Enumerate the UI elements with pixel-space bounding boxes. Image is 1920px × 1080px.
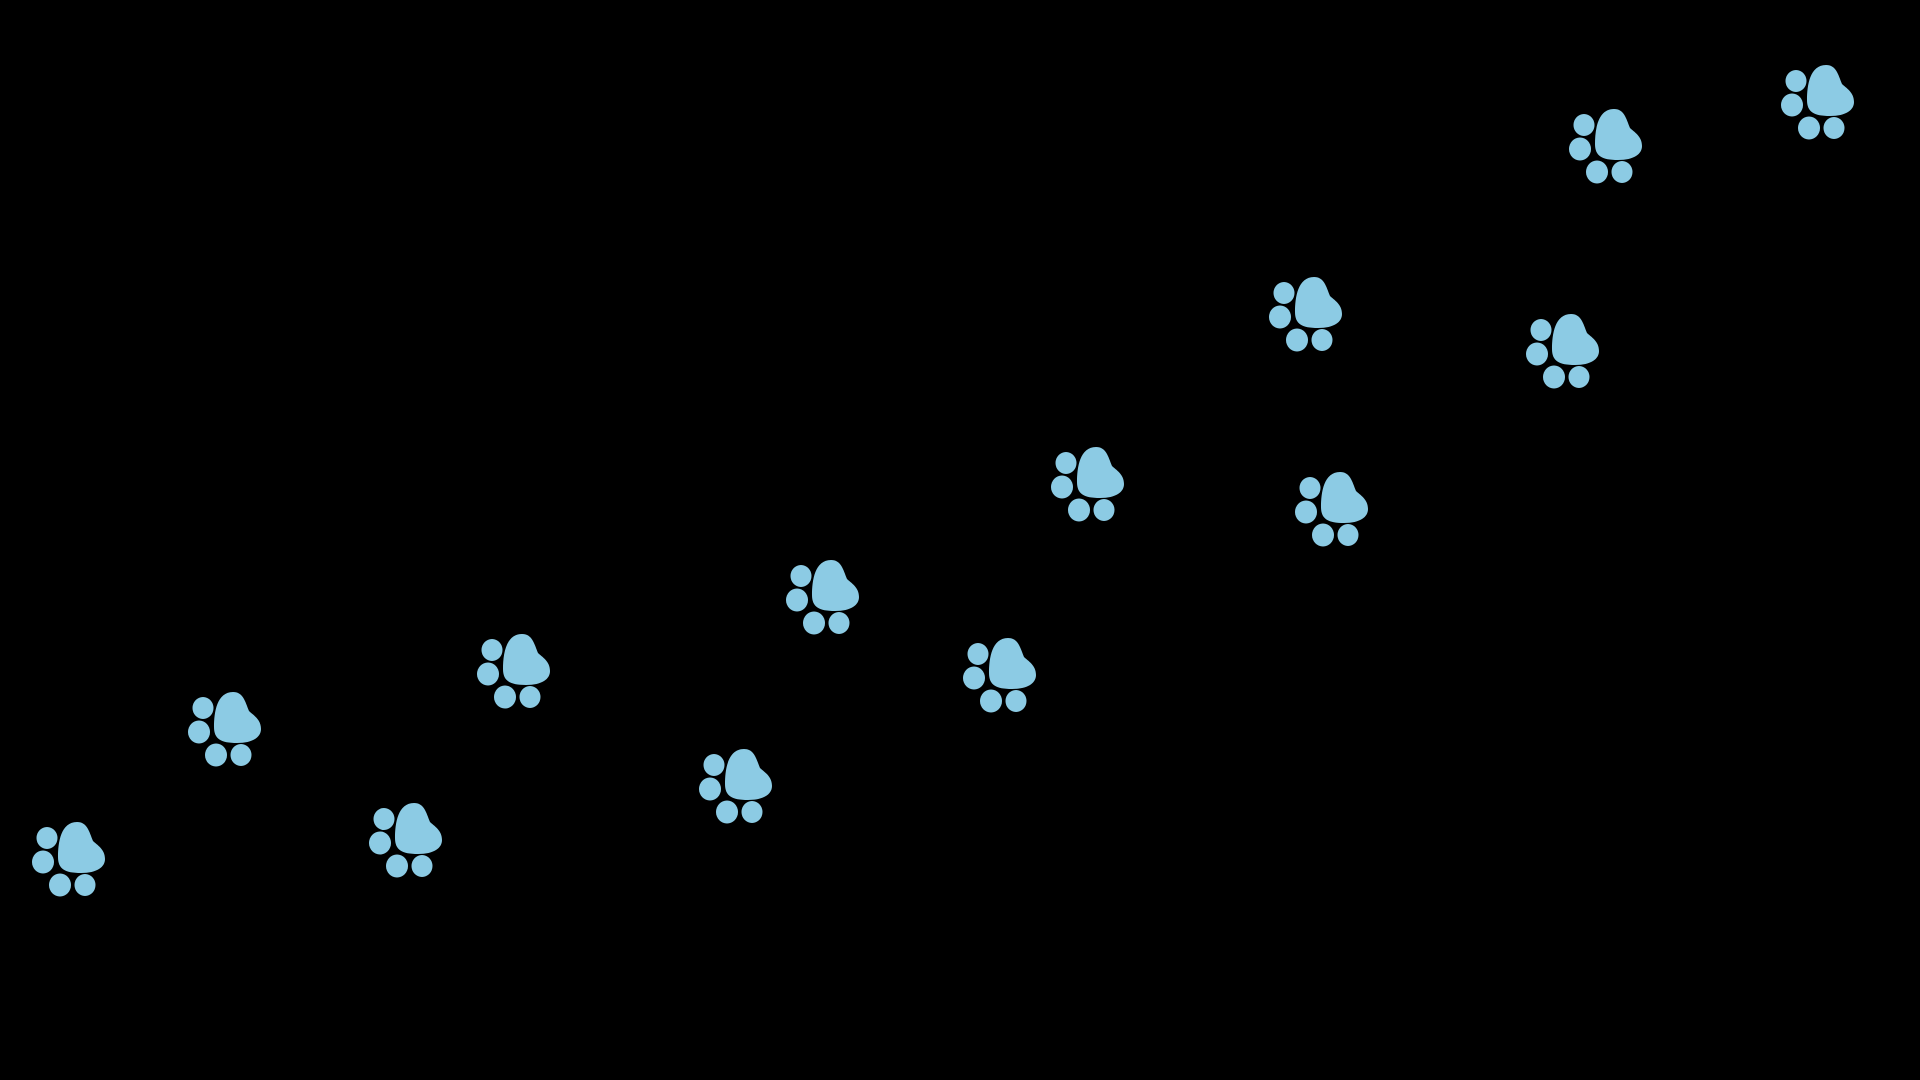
paw-toe [790,564,812,588]
paw-pad [1295,277,1342,328]
paw-print-icon [699,749,772,824]
paw-toe [49,873,71,897]
paw-pad [1807,65,1854,116]
paw-toe [411,854,433,878]
paw-toe [1286,328,1308,352]
paw-pad [1321,472,1368,523]
paw-pad [989,638,1036,689]
paw-toe [1568,365,1590,389]
paw-toe [1543,365,1565,389]
paw-pad [725,749,772,800]
paw-toe [1005,689,1027,713]
paw-toe [803,611,825,635]
paw-toe [494,685,516,709]
paw-pad [1595,109,1642,160]
paw-toe [828,611,850,635]
paw-print-icon [188,692,261,767]
paw-toe [1611,160,1633,184]
paw-print-icon [32,822,105,897]
paw-pad [1077,447,1124,498]
paw-pad [58,822,105,873]
paw-toe [1051,475,1073,499]
paw-pad [1552,314,1599,365]
paw-toe [373,807,395,831]
paw-toe [741,800,763,824]
paw-print-icon [1569,109,1642,184]
paw-toe [1526,342,1548,366]
paw-toe [477,662,499,686]
paw-print-icon [1781,65,1854,140]
paw-toe [1823,116,1845,140]
paw-toe [1312,523,1334,547]
paw-toe [519,685,541,709]
paw-toe [230,743,252,767]
paw-toe [1299,476,1321,500]
paw-pad [214,692,261,743]
paw-toe [1273,281,1295,305]
paw-toe [369,831,391,855]
paw-toe [1055,451,1077,475]
paw-toe [1798,116,1820,140]
paw-toe [1573,113,1595,137]
paw-toe [980,689,1002,713]
paw-toe [1068,498,1090,522]
paw-toe [699,777,721,801]
paw-toe [386,854,408,878]
paw-print-icon [963,638,1036,713]
paw-toe [1586,160,1608,184]
paw-toe [1269,305,1291,329]
paw-toe [1785,69,1807,93]
paw-toe [481,638,503,662]
paw-toe [205,743,227,767]
paw-toe [963,666,985,690]
paw-toe [967,642,989,666]
paw-print-icon [786,560,859,635]
paw-print-icon [1526,314,1599,389]
paw-toe [1093,498,1115,522]
paw-print-icon [1269,277,1342,352]
paw-toe [74,873,96,897]
paw-pad [503,634,550,685]
paw-toe [1530,318,1552,342]
paw-toe [1337,523,1359,547]
paw-pad [812,560,859,611]
paw-toe [32,850,54,874]
paw-pad [395,803,442,854]
paw-print-icon [369,803,442,878]
paw-toe [716,800,738,824]
paw-toe [1295,500,1317,524]
paw-toe [1781,93,1803,117]
paw-toe [1569,137,1591,161]
paw-toe [36,826,58,850]
paw-toe [1311,328,1333,352]
paw-toe [703,753,725,777]
paw-print-icon [1051,447,1124,522]
paw-print-icon [477,634,550,709]
paw-toe [786,588,808,612]
paw-toe [188,720,210,744]
paw-print-icon [1295,472,1368,547]
paw-toe [192,696,214,720]
